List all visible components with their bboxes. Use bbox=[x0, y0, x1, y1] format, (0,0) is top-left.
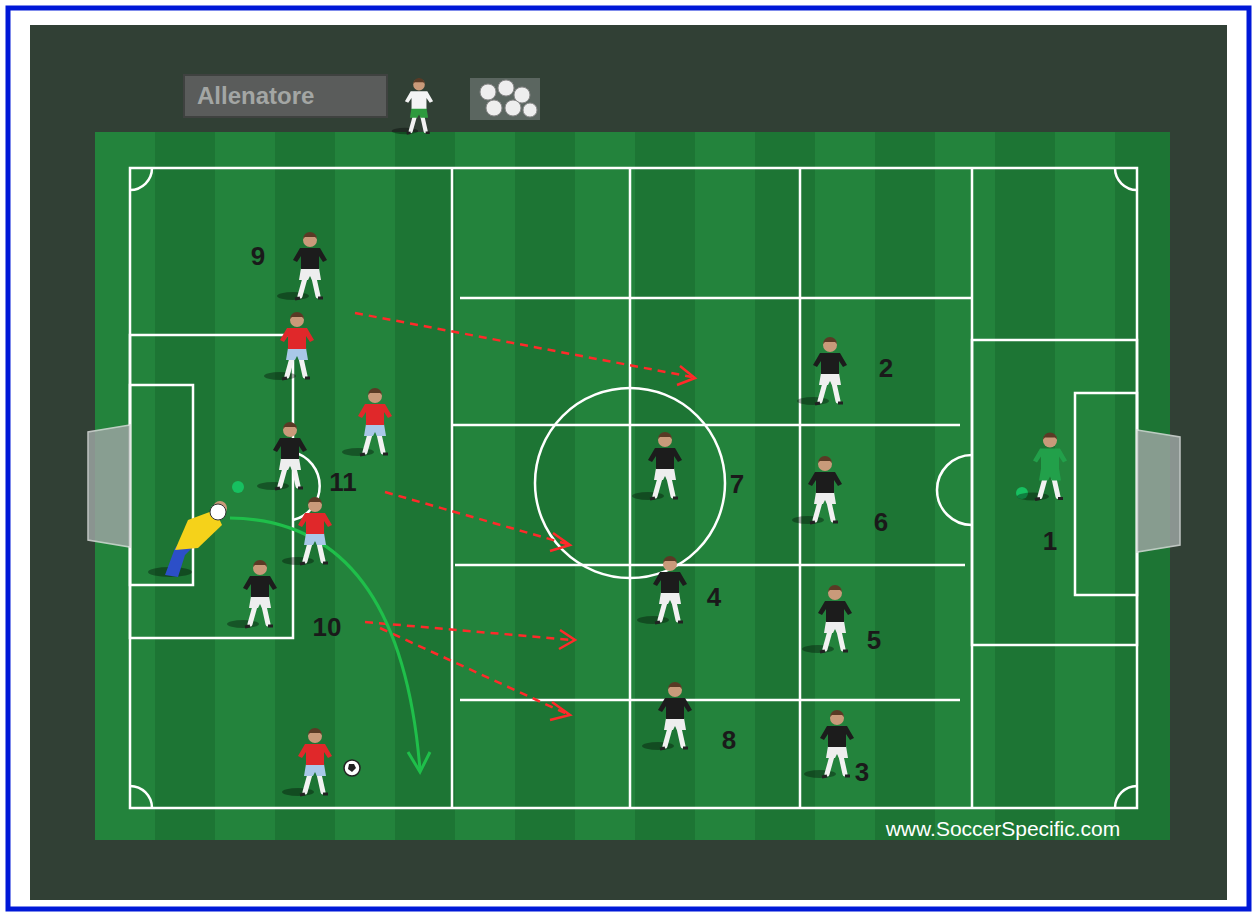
coach-label: Allenatore bbox=[197, 82, 314, 110]
player-number: 3 bbox=[855, 759, 869, 785]
player-number: 4 bbox=[707, 584, 721, 610]
player-number: 8 bbox=[722, 727, 736, 753]
player-number: 1 bbox=[1043, 528, 1057, 554]
player-number: 7 bbox=[730, 471, 744, 497]
player-number: 6 bbox=[874, 509, 888, 535]
watermark: www.SoccerSpecific.com bbox=[886, 818, 1121, 839]
coach-label-box: Allenatore bbox=[183, 74, 388, 118]
player-number: 11 bbox=[329, 469, 357, 495]
player-number: 9 bbox=[251, 243, 265, 269]
player-number: 2 bbox=[879, 355, 893, 381]
player-number: 10 bbox=[313, 614, 342, 640]
player-number: 5 bbox=[867, 627, 881, 653]
